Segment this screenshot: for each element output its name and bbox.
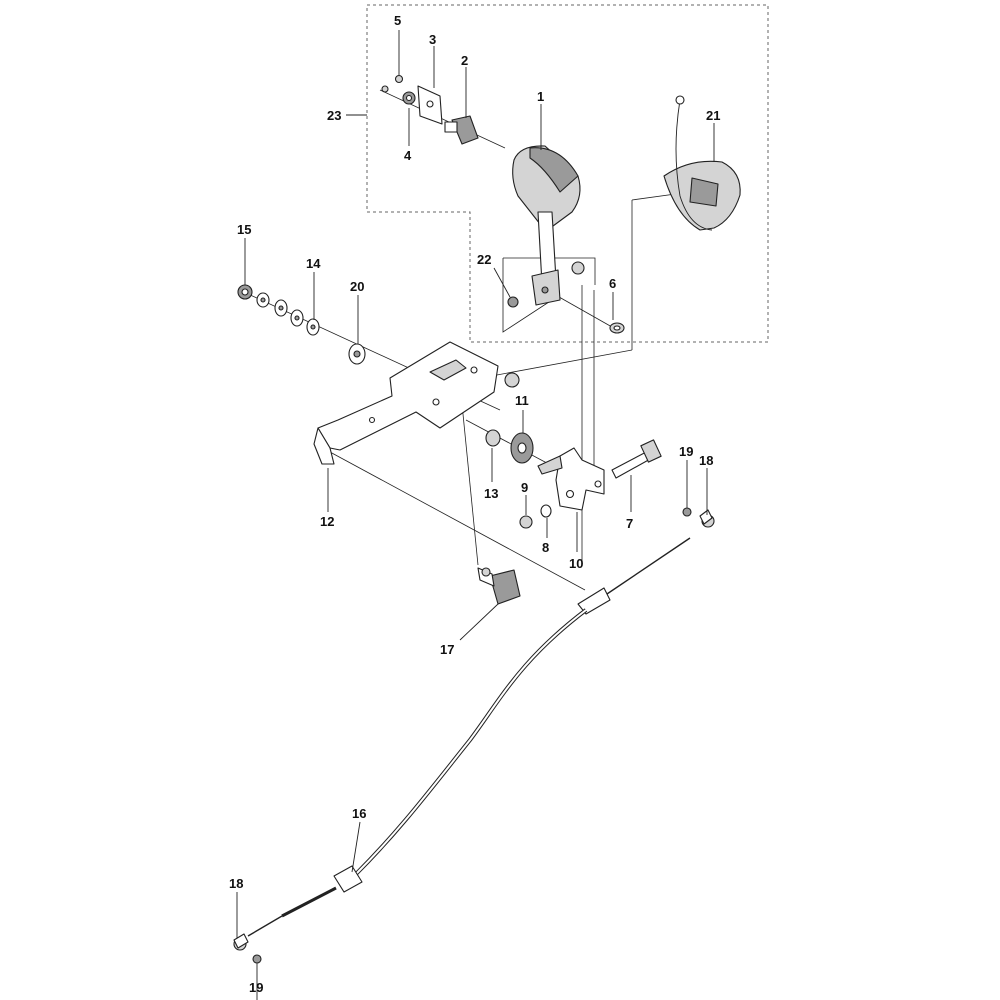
callout-17: 17 (440, 642, 454, 657)
callout-16: 16 (352, 806, 366, 821)
washer-part-20 (348, 343, 366, 365)
nut-part-15 (237, 284, 253, 300)
callout-7: 7 (626, 516, 633, 531)
callout-19-lower: 19 (249, 980, 263, 995)
callout-6: 6 (609, 276, 616, 291)
callout-12: 12 (320, 514, 334, 529)
callout-1: 1 (537, 89, 544, 104)
switch-part-2 (444, 115, 479, 145)
plate-part-3 (417, 85, 443, 125)
callout-13: 13 (484, 486, 498, 501)
screw-part-5 (381, 74, 404, 93)
callout-15: 15 (237, 222, 251, 237)
washers-part-14 (256, 292, 320, 336)
cover-part-21 (663, 95, 741, 231)
switch-part-17 (477, 567, 521, 605)
callout-11: 11 (515, 393, 529, 408)
callout-10: 10 (569, 556, 583, 571)
bolt-part-7 (611, 439, 662, 479)
callout-20: 20 (350, 279, 364, 294)
subassembly-boundary (366, 4, 769, 343)
callout-18-upper: 18 (699, 453, 713, 468)
bracket-part-12 (313, 341, 520, 465)
ball-joint-part-18-upper (699, 509, 715, 528)
callout-21: 21 (706, 108, 720, 123)
cable-part-16 (247, 537, 691, 937)
roller-part-11 (510, 432, 534, 464)
nut-part-4 (402, 91, 416, 105)
washer-part-8 (540, 504, 552, 518)
handle-part-1 (512, 145, 585, 306)
callout-19-upper: 19 (679, 444, 693, 459)
callout-23: 23 (327, 108, 341, 123)
callout-9: 9 (521, 480, 528, 495)
nut-part-22 (507, 296, 519, 308)
callout-2: 2 (461, 53, 468, 68)
callout-4: 4 (404, 148, 412, 163)
callout-5: 5 (394, 13, 401, 28)
callout-3: 3 (429, 32, 436, 47)
callout-22: 22 (477, 252, 491, 267)
assembly-axes (245, 89, 691, 591)
lever-part-10 (537, 447, 605, 511)
callout-8: 8 (542, 540, 549, 555)
nut-part-19-lower (252, 954, 262, 964)
callout-18-lower: 18 (229, 876, 243, 891)
spacer-part-13 (485, 429, 501, 447)
leader-lines (236, 30, 715, 1000)
clip-part-6 (609, 322, 625, 334)
nut-part-19-upper (682, 507, 692, 517)
ball-joint-part-18-lower (233, 933, 249, 951)
callout-labels: 1 2 3 4 5 6 7 8 9 10 11 12 13 14 15 16 1… (229, 13, 720, 995)
callout-14: 14 (306, 256, 321, 271)
nut-part-9 (519, 515, 533, 529)
